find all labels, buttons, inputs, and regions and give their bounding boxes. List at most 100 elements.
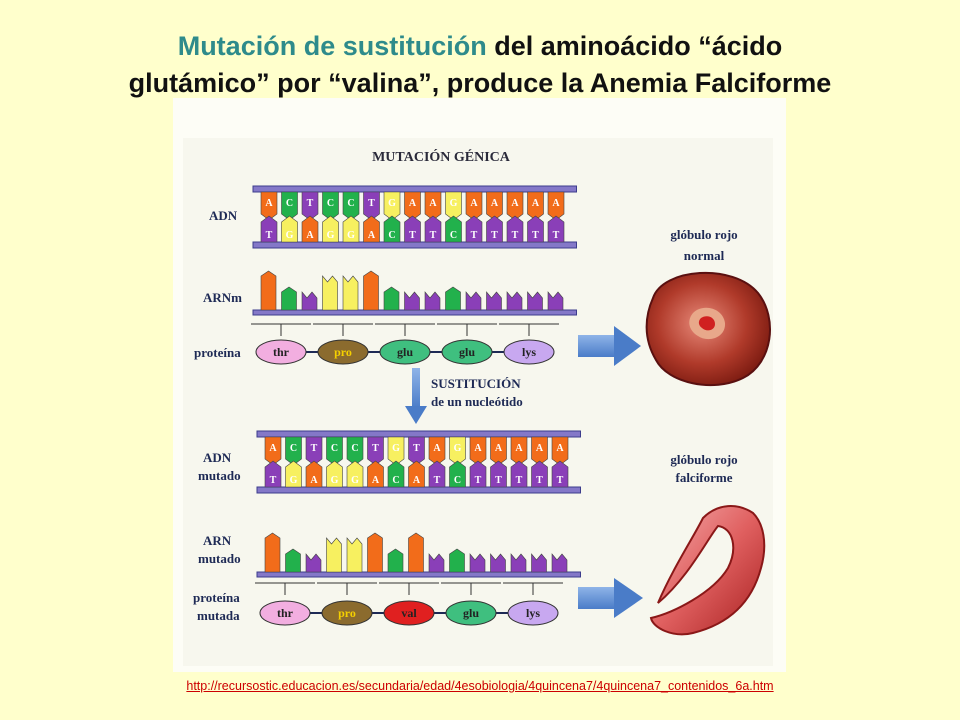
amino-acid-label: glu <box>463 606 479 620</box>
dna-base-top <box>322 191 339 221</box>
mrna-normal <box>252 270 577 316</box>
dna-letter-top: T <box>368 198 375 209</box>
dna-letter-top: A <box>536 443 544 454</box>
dna-letter-top: A <box>433 443 441 454</box>
rna-base <box>531 553 547 573</box>
mutation-diagram: MUTACIÓN GÉNICA ADN ARNm proteína ADN mu… <box>183 138 773 666</box>
title-highlight: Mutación de sustitución <box>177 31 487 61</box>
dna-base-bottom <box>428 460 446 488</box>
dna-letter-bottom: C <box>392 475 399 486</box>
label-adn-mutado-1: ADN <box>203 450 232 465</box>
dna-letter-top: C <box>286 198 293 209</box>
rna-base <box>260 270 277 311</box>
dna-letter-top: T <box>307 198 314 209</box>
dna-letter-bottom: T <box>471 230 478 241</box>
dna-letter-bottom: T <box>475 475 482 486</box>
dna-base-bottom <box>424 215 442 243</box>
dna-letter-top: A <box>532 198 540 209</box>
dna-base-top <box>363 191 380 221</box>
dna-base-top <box>260 191 278 221</box>
dna-letter-top: A <box>409 198 417 209</box>
dna-letter-top: C <box>290 443 297 454</box>
rna-base <box>490 553 506 573</box>
dna-base-bottom <box>404 215 421 243</box>
rna-base <box>383 286 400 311</box>
rna-base <box>510 553 527 573</box>
dna-letter-top: A <box>552 198 560 209</box>
rna-backbone <box>252 309 577 316</box>
rna-base <box>428 553 445 573</box>
rna-base <box>469 553 486 573</box>
rna-base <box>363 270 379 311</box>
amino-acid-label: pro <box>334 345 352 359</box>
substitution-arrow <box>405 368 427 424</box>
rna-base <box>326 537 342 573</box>
dna-base-bottom <box>527 215 544 243</box>
rna-base <box>264 532 281 573</box>
rna-backbone <box>256 571 581 578</box>
dna-base-top <box>551 436 569 466</box>
dna-letter-bottom: T <box>409 230 416 241</box>
dna-base-top <box>490 436 507 466</box>
dna-base-bottom <box>363 215 380 243</box>
rna-base <box>424 291 441 311</box>
source-link[interactable]: http://recursostic.educacion.es/secundar… <box>186 679 774 693</box>
dna-base-bottom <box>367 460 384 488</box>
amino-acid-glu <box>379 339 431 365</box>
diagram-heading: MUTACIÓN GÉNICA <box>372 148 511 165</box>
dna-base-top <box>326 436 343 466</box>
dna-base-bottom <box>510 460 528 488</box>
rna-base <box>367 532 383 573</box>
dna-letter-top: T <box>372 443 379 454</box>
rna-base <box>285 548 301 573</box>
dna-base-bottom <box>547 215 565 243</box>
dna-base-bottom <box>449 460 466 488</box>
label-proteina: proteína <box>194 345 241 360</box>
diagram-panel: MUTACIÓN GÉNICA ADN ARNm proteína ADN mu… <box>173 98 786 672</box>
dna-base-bottom <box>346 460 364 488</box>
amino-acid-label: lys <box>526 606 540 620</box>
dna-letter-bottom: G <box>286 230 294 241</box>
dna-base-top <box>305 436 323 466</box>
amino-acid-lys <box>503 339 555 365</box>
dna-base-bottom <box>486 215 503 243</box>
dna-base-bottom <box>506 215 524 243</box>
dna-letter-bottom: G <box>290 475 298 486</box>
dna-base-bottom <box>322 215 339 243</box>
dna-base-bottom <box>490 460 507 488</box>
dna-letter-top: C <box>327 198 334 209</box>
amino-acid-val <box>383 600 435 626</box>
label-adn: ADN <box>209 208 238 223</box>
arrow-to-normal-cell <box>578 326 641 366</box>
dna-letter-bottom: T <box>270 475 277 486</box>
sickle-cell-label-1: glóbulo rojo <box>670 452 737 467</box>
normal-cell-label-2: normal <box>684 248 725 263</box>
dna-backbone-bottom <box>252 241 577 249</box>
amino-acid-thr <box>255 339 307 365</box>
rna-base <box>404 291 420 311</box>
dna-backbone-bottom <box>256 486 581 494</box>
dna-letter-top: G <box>450 198 458 209</box>
rna-base <box>342 275 359 311</box>
dna-base-top <box>281 191 298 221</box>
dna-base-top <box>527 191 544 221</box>
dna-base-top <box>367 436 384 466</box>
dna-base-bottom <box>264 460 282 488</box>
rna-base <box>449 548 465 573</box>
label-proteina-mutada-2: mutada <box>197 608 240 623</box>
dna-letter-top: T <box>311 443 318 454</box>
dna-base-top <box>449 436 466 466</box>
amino-acid-thr <box>259 600 311 626</box>
label-arnm: ARNm <box>203 290 242 305</box>
dna-letter-top: T <box>413 443 420 454</box>
rna-base <box>506 291 523 311</box>
title-part-3: glutámico” por “valina”, produce la Anem… <box>128 68 832 98</box>
dna-base-top <box>506 191 524 221</box>
amino-acid-lys <box>507 600 559 626</box>
dna-letter-top: A <box>474 443 482 454</box>
dna-base-top <box>383 191 401 221</box>
dna-base-bottom <box>260 215 278 243</box>
dna-letter-top: C <box>331 443 338 454</box>
dna-letter-top: C <box>347 198 354 209</box>
